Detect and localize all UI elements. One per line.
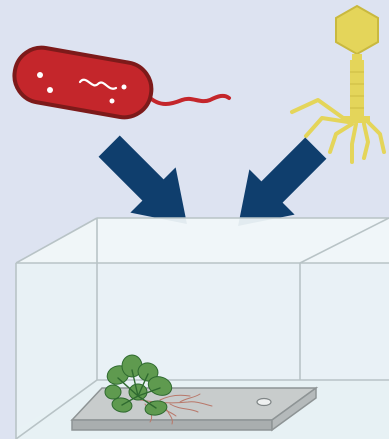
bacterium-flagellum [148, 96, 229, 104]
bacterium-icon [10, 43, 229, 121]
phage-head [336, 6, 378, 54]
phage-collar [352, 54, 362, 60]
plate-well [257, 399, 271, 406]
bacterium-body [10, 43, 155, 121]
phage-tail [350, 60, 364, 118]
chamber-top [16, 218, 389, 263]
